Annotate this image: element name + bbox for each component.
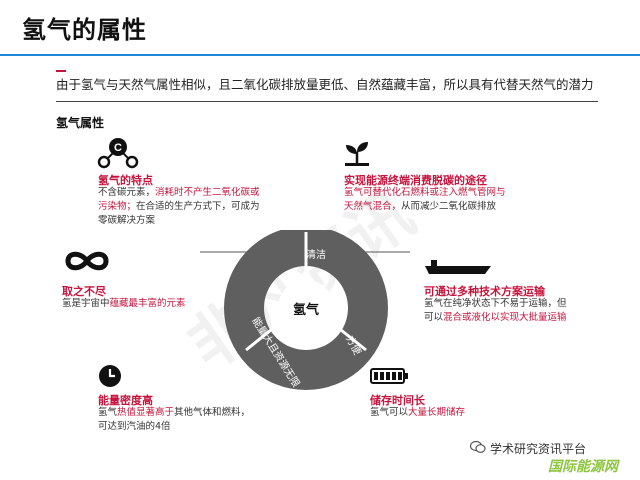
accent-mark (56, 70, 66, 72)
header-divider (0, 54, 640, 56)
clock-icon (99, 365, 121, 387)
feature-desc-line: 可以混合或液化以实现大批量运输 (424, 311, 567, 325)
body-text: 其他气体和燃料， (174, 407, 251, 418)
subtitle-divider (56, 101, 598, 102)
highlight-text: 天然气混合， (344, 201, 402, 212)
hydrogen-donut-diagram: 氢气 清洁 能量大且资源无限 方便 (200, 230, 410, 390)
body-text: 氢气在纯净状态下不易于运输，但 (424, 298, 567, 309)
highlight-text: 消耗时不产生二氧化碳或 (155, 187, 260, 198)
wechat-icon (470, 440, 486, 453)
segment-separator (330, 320, 367, 352)
molecule-icon: C (97, 138, 139, 169)
body-text: 氢是宇宙中 (62, 298, 110, 309)
donut-center-label: 氢气 (293, 302, 319, 318)
feature-desc: 氢气在纯净状态下不易于运输，但可以混合或液化以实现大批量运输 (424, 297, 567, 325)
feature-desc: 氢气可以大量长期储存 (370, 406, 465, 420)
body-text: 从而减少二氧化碳排放 (401, 201, 497, 212)
wechat-account-name: 学术研究资讯平台 (490, 442, 587, 456)
segment-label-clean: 清洁 (306, 248, 326, 261)
body-text: 在合适的生产方式下，可成为 (136, 201, 260, 212)
feature-title: 可通过多种技术方案运输 (424, 285, 545, 298)
ship-icon (425, 260, 491, 274)
feature-desc-line: 氢气在纯净状态下不易于运输，但 (424, 297, 567, 311)
body-text: 不含碳元素， (98, 187, 156, 198)
feature-title: 氢气的特点 (98, 174, 153, 187)
feature-title: 能量密度高 (98, 394, 153, 407)
highlight-text: 蕴藏最丰富的元素 (109, 298, 186, 309)
highlight-text: 大量长期储存 (408, 407, 466, 418)
feature-desc-line: 氢气可以大量长期储存 (370, 406, 465, 420)
body-text: 氢气可以 (370, 407, 409, 418)
body-text: 氢气 (98, 407, 118, 418)
highlight-text: 氢气可替代化石燃料或注入燃气管网与 (344, 187, 506, 198)
donut-center (278, 280, 334, 336)
page-title: 氢气的属性 (22, 16, 147, 44)
feature-desc-line: 氢气热值显著高于其他气体和燃料， (98, 406, 250, 420)
feature-desc: 不含碳元素，消耗时不产生二氧化碳或污染物；在合适的生产方式下，可成为零碳解决方案 (98, 186, 260, 228)
brand-logo-text: 国际能源网 (548, 459, 618, 475)
feature-desc-line: 氢是宇宙中蕴藏最丰富的元素 (62, 297, 186, 311)
feature-desc: 氢是宇宙中蕴藏最丰富的元素 (62, 297, 186, 311)
molecule-letter: C (114, 142, 122, 154)
feature-title: 实现能源终端消费脱碳的途径 (344, 174, 487, 187)
feature-desc-line: 天然气混合，从而减少二氧化碳排放 (344, 200, 506, 214)
plant-icon (345, 142, 369, 166)
infinity-icon (65, 251, 109, 271)
feature-desc: 氢气可替代化石燃料或注入燃气管网与天然气混合，从而减少二氧化碳排放 (344, 186, 506, 214)
feature-title: 取之不尽 (62, 285, 106, 298)
segment-separator (245, 320, 282, 352)
feature-desc-line: 不含碳元素，消耗时不产生二氧化碳或 (98, 186, 260, 200)
body-text: 零碳解决方案 (98, 215, 156, 226)
feature-desc-line: 零碳解决方案 (98, 214, 260, 228)
section-title: 氢气属性 (56, 116, 105, 130)
battery-icon (370, 368, 408, 384)
feature-desc: 氢气热值显著高于其他气体和燃料，可达到汽油的4倍 (98, 406, 250, 434)
feature-desc-line: 可达到汽油的4倍 (98, 420, 250, 434)
highlight-text: 污染物； (98, 201, 137, 212)
feature-desc-line: 氢气可替代化石燃料或注入燃气管网与 (344, 186, 506, 200)
highlight-text: 热值显著高于 (117, 407, 175, 418)
body-text: 可以 (424, 312, 444, 323)
highlight-text: 混合或液化以实现大批量运输 (443, 312, 567, 323)
feature-desc-line: 污染物；在合适的生产方式下，可成为 (98, 200, 260, 214)
subtitle: 由于氢气与天然气属性相似，且二氧化碳排放量更低、自然蕴藏丰富，所以具有代替天然气… (56, 77, 594, 92)
feature-title: 储存时间长 (370, 394, 425, 407)
body-text: 可达到汽油的4倍 (98, 421, 171, 432)
